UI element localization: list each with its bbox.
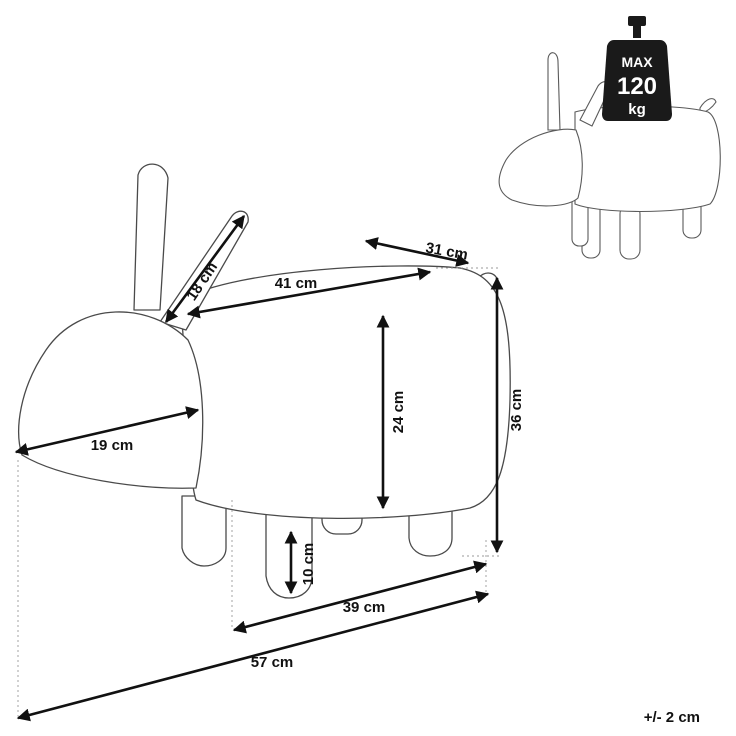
- seat-height-label: 24 cm: [390, 391, 407, 434]
- dimension-labels: 18 cm 41 cm 31 cm 24 cm 36 cm 19 cm 10 c…: [91, 240, 700, 726]
- preview-stool: [498, 52, 721, 260]
- seat-length-line: [186, 267, 432, 319]
- dimension-lines: [14, 214, 504, 722]
- seat-width-label: 31 cm: [424, 240, 469, 264]
- badge-max-text: MAX: [621, 54, 653, 70]
- back-ear: [133, 163, 169, 311]
- preview-head: [498, 128, 583, 207]
- preview-ear: [547, 52, 561, 131]
- preview-body: [574, 105, 721, 213]
- seat-length-label: 41 cm: [275, 275, 318, 292]
- preview-leg: [619, 204, 641, 260]
- seat-width-line: [364, 237, 470, 267]
- stool-head: [18, 311, 204, 489]
- leg-height-label: 10 cm: [300, 543, 317, 586]
- front-left-leg: [181, 495, 227, 567]
- badge-unit-text: kg: [628, 101, 646, 118]
- head-length-line: [14, 406, 200, 456]
- head-length-label: 19 cm: [91, 437, 134, 454]
- badge-weight-value: 120: [617, 73, 657, 100]
- total-height-label: 36 cm: [508, 389, 525, 432]
- tolerance-note: +/- 2 cm: [644, 709, 700, 726]
- main-stool: [18, 163, 511, 599]
- total-length-label: 57 cm: [251, 654, 294, 671]
- total-length-line: [16, 590, 490, 722]
- max-weight-badge: MAX 120 kg: [602, 16, 672, 121]
- leg-span-label: 39 cm: [343, 599, 386, 616]
- stool-body: [179, 265, 511, 519]
